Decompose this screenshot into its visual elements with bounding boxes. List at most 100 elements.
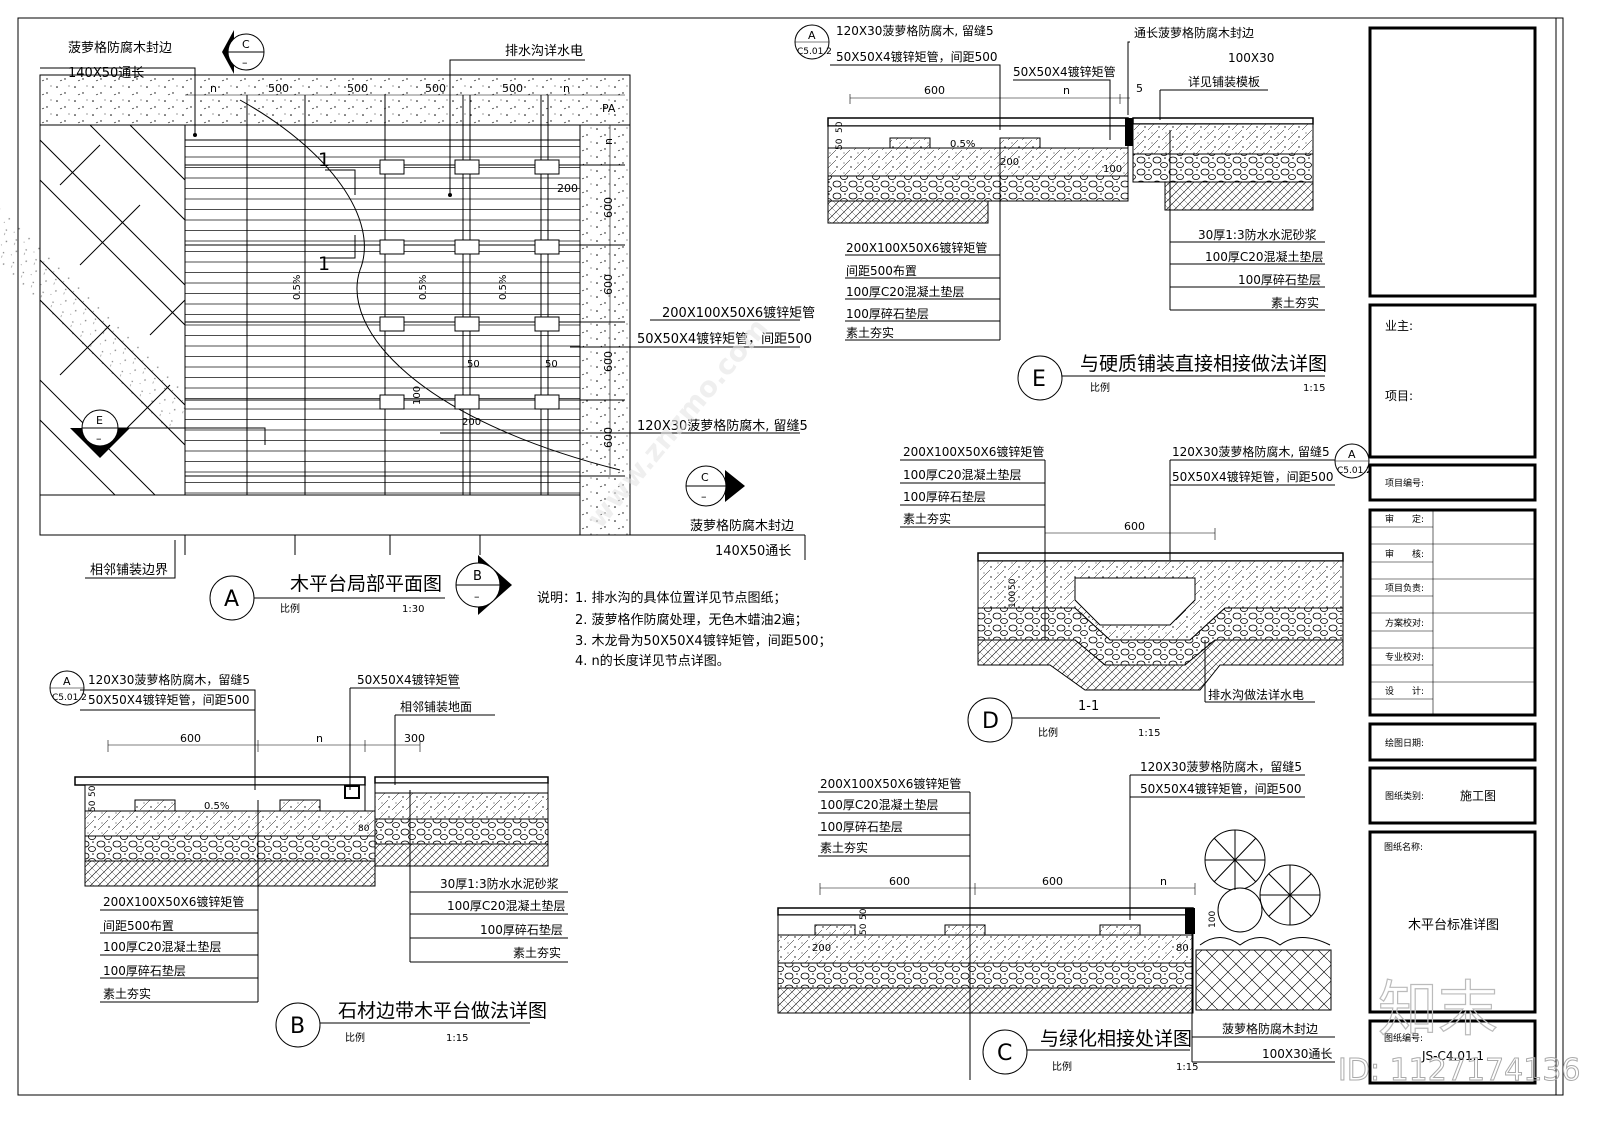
plan-a: n 500 500 500 500 n PA n 600 600 600 600…: [0, 30, 815, 621]
layer-label: 200X100X50X6镀锌矩管: [903, 444, 1044, 459]
dim: 50: [835, 138, 845, 150]
layer-label: 100厚碎石垫层: [103, 963, 186, 978]
section-marker-e: E –: [70, 409, 266, 458]
ref-marker: A C5.01.2: [1334, 443, 1372, 479]
sheet-name: 木平台标准详图: [1408, 918, 1499, 933]
leader-label: 120X30菠萝格防腐木, 留缝5: [836, 23, 994, 38]
leader-label: 100X30: [1228, 51, 1274, 65]
note-item: 4. n的长度详见节点详图。: [575, 653, 730, 669]
slope-label: 0.5%: [498, 275, 509, 300]
role-label: 项目负责:: [1385, 582, 1424, 594]
title-letter: E: [1032, 367, 1046, 392]
role-label: 审 定:: [1385, 513, 1424, 525]
project-label: 项目:: [1385, 389, 1413, 403]
post-bases: [379, 159, 560, 410]
layer-label: 100厚碎石垫层: [846, 306, 929, 321]
detail-b: 600 n 300 0.5% 50 50 80 120X30菠萝格防腐木，留缝5…: [74, 672, 568, 1048]
leader-label: 详见铺装模板: [1188, 74, 1260, 89]
drain-label: 排水沟做法详水电: [1208, 687, 1304, 702]
scale-label: 比例: [280, 602, 300, 615]
role-label: 审 核:: [1385, 548, 1424, 560]
ref-letter: A: [63, 675, 71, 688]
role-label: 专业校对:: [1385, 651, 1424, 663]
date-label: 绘图日期:: [1385, 737, 1424, 749]
category-label: 图纸类别:: [1385, 790, 1424, 802]
marker-letter: E: [96, 414, 103, 427]
leader-label: 菠萝格防腐木封边: [690, 518, 794, 534]
role-label: 设 计:: [1385, 685, 1424, 697]
dim-top: n: [563, 82, 570, 95]
marker-letter: C: [701, 471, 709, 484]
dim: 600: [889, 875, 910, 888]
dim: 50: [1008, 578, 1018, 590]
section-label: 1-1: [1078, 699, 1099, 714]
dim: 600: [1124, 520, 1145, 533]
sheet-name-label: 图纸名称:: [1384, 841, 1423, 853]
scale-value: 1:15: [1303, 383, 1325, 394]
adjacent-boundary-label: 相邻铺装边界: [90, 563, 168, 578]
section-cut-label: 1: [318, 149, 330, 171]
drawing-title: 与绿化相接处详图: [1040, 1028, 1192, 1050]
scale-value: 1:15: [446, 1033, 468, 1044]
scale-label: 比例: [345, 1031, 365, 1044]
marker-letter: B: [473, 569, 482, 584]
dim: 80: [358, 824, 370, 834]
layer-label: 30厚1:3防水水泥砂浆: [1198, 227, 1317, 242]
layer-label: 200X100X50X6镀锌矩管: [103, 894, 244, 909]
title-letter: C: [997, 1041, 1012, 1066]
notes-heading: 说明：: [537, 591, 576, 606]
scale-value: 1:15: [1138, 728, 1160, 739]
dim-top: n: [210, 82, 217, 95]
dim: 600: [180, 732, 201, 745]
note-item: 2. 菠萝格作防腐处理，无色木蜡油2遍；: [575, 612, 808, 628]
leader-label: 相邻铺装地面: [400, 700, 472, 714]
section-marker-c-right: C –: [685, 465, 745, 507]
marker-dash: –: [96, 432, 102, 445]
leader-label: 菠萝格防腐木封边: [1222, 1021, 1318, 1036]
sheet-border: [17, 17, 1564, 1096]
title-block: 业主: 项目: 项目编号: 审 定: 审 核: 项目负责: 方案校对: 专业校对…: [1368, 18, 1557, 1095]
sheet-number-label: 图纸编号:: [1384, 1032, 1423, 1044]
dim: 50: [88, 800, 98, 812]
marker-dash: –: [701, 490, 707, 503]
layer-label: 30厚1:3防水水泥砂浆: [440, 876, 559, 891]
dim: 300: [404, 732, 425, 745]
slope: 0.5%: [204, 801, 229, 812]
section-marker-c-top: C –: [222, 30, 265, 74]
layer-label: 素土夯实: [103, 986, 151, 1001]
dim: 600: [924, 84, 945, 97]
dim: 5: [1136, 82, 1143, 95]
detail-e: 600 n 5 0.5% 200 100 50 50 120X30菠萝格防腐木,…: [827, 23, 1327, 401]
ref-sheet: C5.01.2: [1337, 466, 1372, 476]
dim: n: [1063, 84, 1070, 97]
role-label: 方案校对:: [1385, 617, 1424, 629]
dim-right: 600: [602, 274, 615, 295]
joists: [185, 95, 625, 495]
dim: 100: [1103, 164, 1122, 175]
layer-label: 100厚C20混凝土垫层: [903, 467, 1022, 482]
note-item: 1. 排水沟的具体位置详见节点图纸；: [575, 590, 787, 606]
slope: 0.5%: [950, 139, 975, 150]
slope-label: 0.5%: [418, 275, 429, 300]
leader-label: 120X30菠萝格防腐木，留缝5: [1140, 759, 1302, 774]
dim-top: 500: [502, 82, 523, 95]
scale-value: 1:15: [1176, 1062, 1198, 1073]
dim-right: 600: [602, 197, 615, 218]
dim: 80: [1176, 943, 1189, 954]
ref-sheet: C5.01.2: [797, 47, 832, 57]
watermark-id: ID: 1127174136: [1338, 1053, 1580, 1088]
section-cut-label: 1: [318, 253, 330, 275]
note-item: 3. 木龙骨为50X50X4镀锌矩管，间距500；: [575, 633, 832, 649]
leader-label: 140X50通长: [68, 66, 144, 81]
layer-label: 间距500布置: [103, 919, 174, 933]
layer-label: 间距500布置: [846, 264, 917, 278]
notes: 说明： 1. 排水沟的具体位置详见节点图纸； 2. 菠萝格作防腐处理，无色木蜡油…: [537, 590, 832, 669]
ref-letter: A: [808, 29, 816, 42]
layer-label: 100厚C20混凝土垫层: [447, 898, 566, 913]
detail-c: 600 600 n 200 80 100 50 50 200X100X50X6镀…: [777, 759, 1335, 1080]
ref-letter: A: [1348, 448, 1356, 461]
leader-label: 50X50X4镀锌矩管: [1013, 64, 1116, 79]
slope-label: 0.5%: [292, 275, 303, 300]
leader-label: 菠萝格防腐木封边: [68, 40, 172, 56]
